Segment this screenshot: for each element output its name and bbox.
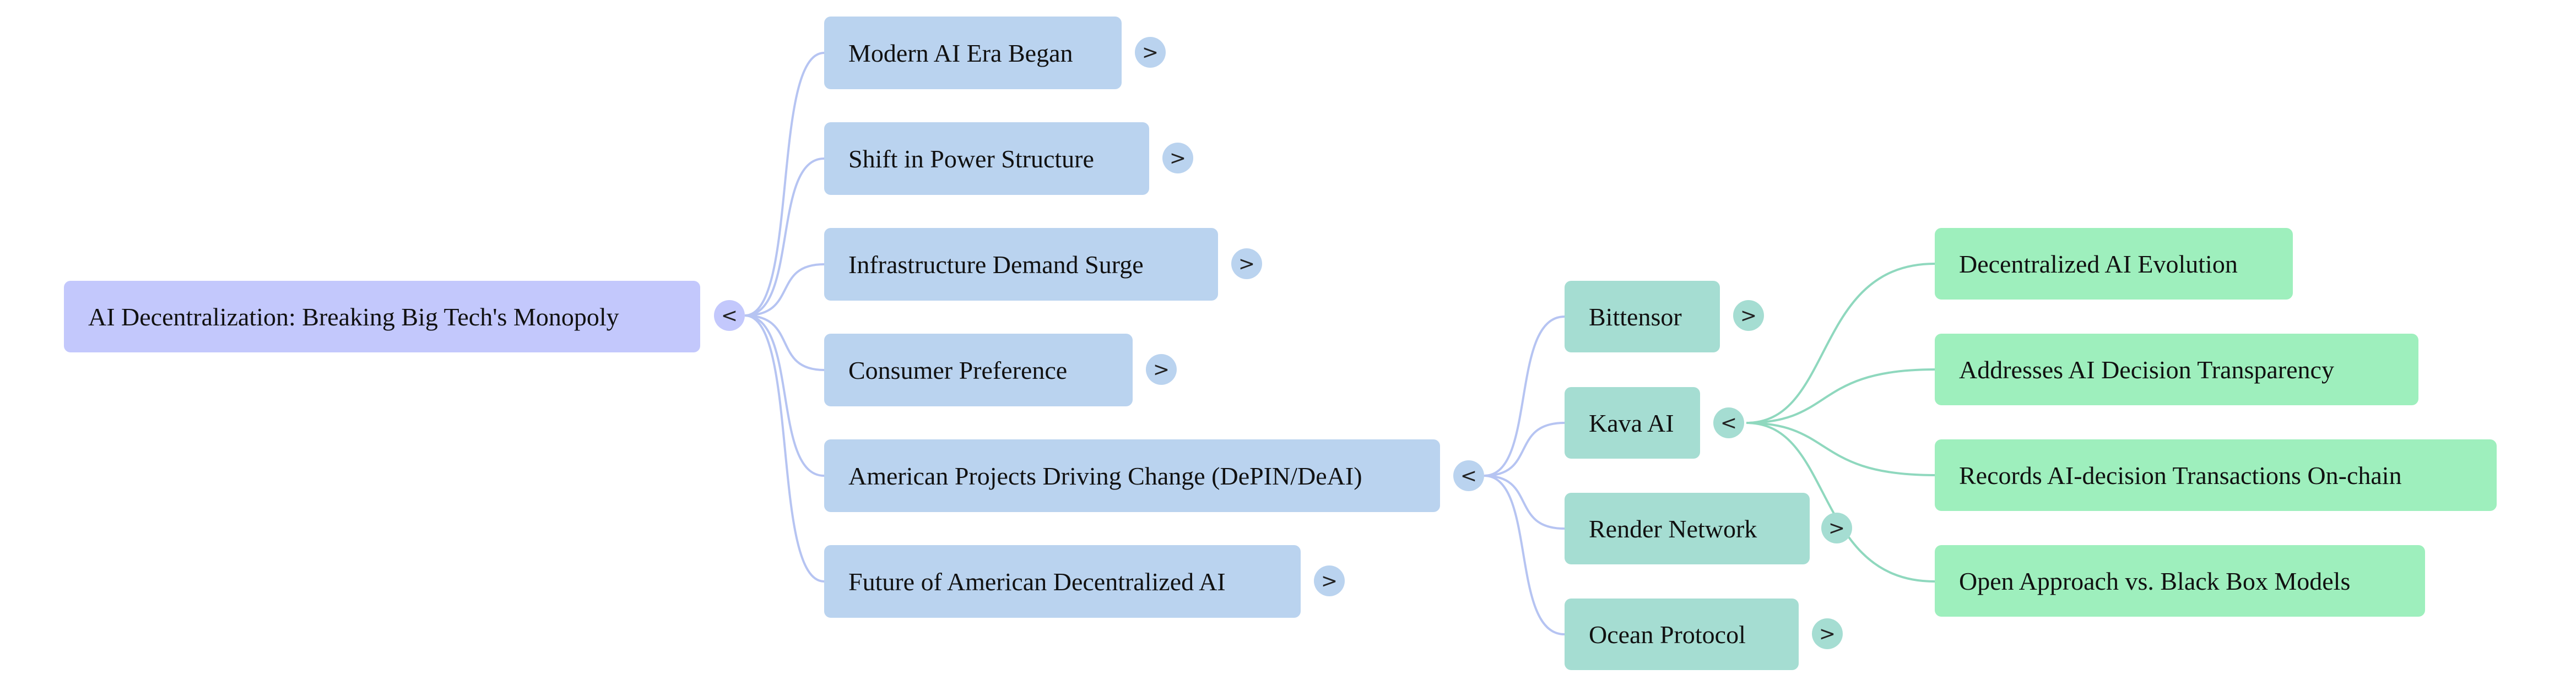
node-shift-in-power-structure[interactable]: Shift in Power Structure [824, 122, 1149, 195]
edge-root-to-shift-in-power [744, 157, 825, 317]
edge-root-to-future-decentralized-ai [744, 314, 825, 583]
node-infrastructure-demand-surge[interactable]: Infrastructure Demand Surge [824, 228, 1218, 301]
root-collapse-toggle[interactable]: < [714, 300, 745, 331]
edge-kava-to-open-approach [1746, 422, 1935, 583]
node-modern-ai-era-began[interactable]: Modern AI Era Began [824, 17, 1122, 89]
edge-kava-to-records-transactions [1746, 422, 1935, 476]
node-bittensor[interactable]: Bittensor [1565, 281, 1720, 352]
collapse-toggle-kava-ai[interactable]: < [1713, 407, 1744, 438]
edge-american-to-kava-ai [1484, 422, 1565, 477]
edge-root-to-american-projects [744, 314, 825, 477]
expand-toggle-bittensor[interactable]: > [1733, 300, 1764, 331]
node-kava-ai[interactable]: Kava AI [1565, 387, 1700, 459]
expand-toggle-shift-in-power[interactable]: > [1162, 143, 1193, 173]
edge-kava-to-addresses-transparency [1746, 368, 1935, 424]
expand-toggle-future-decentralized-ai[interactable]: > [1314, 565, 1345, 596]
node-ocean-protocol[interactable]: Ocean Protocol [1565, 599, 1799, 670]
edge-root-to-infrastructure-demand [744, 263, 825, 317]
edge-american-to-render-network [1484, 475, 1565, 530]
expand-toggle-render-network[interactable]: > [1821, 513, 1852, 543]
root-node[interactable]: AI Decentralization: Breaking Big Tech's… [64, 281, 700, 352]
expand-toggle-consumer-preference[interactable]: > [1146, 354, 1177, 385]
edge-american-to-ocean-protocol [1484, 475, 1565, 635]
expand-toggle-modern-ai-era[interactable]: > [1135, 37, 1166, 68]
edge-american-to-bittensor [1484, 315, 1565, 477]
node-render-network[interactable]: Render Network [1565, 493, 1810, 564]
node-future-of-american-decentralized-ai[interactable]: Future of American Decentralized AI [824, 545, 1301, 618]
edge-root-to-consumer-preference [744, 314, 825, 371]
node-decentralized-ai-evolution[interactable]: Decentralized AI Evolution [1935, 228, 2293, 300]
expand-toggle-ocean-protocol[interactable]: > [1812, 618, 1843, 649]
collapse-toggle-american-projects[interactable]: < [1453, 460, 1484, 491]
expand-toggle-infrastructure-demand[interactable]: > [1231, 248, 1262, 279]
edge-kava-to-decentralized-evolution [1746, 263, 1935, 424]
node-consumer-preference[interactable]: Consumer Preference [824, 334, 1133, 406]
node-open-approach-vs-black-box[interactable]: Open Approach vs. Black Box Models [1935, 545, 2425, 617]
node-addresses-ai-decision-transparency[interactable]: Addresses AI Decision Transparency [1935, 334, 2418, 405]
node-american-projects-driving-change[interactable]: American Projects Driving Change (DePIN/… [824, 439, 1440, 512]
edge-root-to-modern-ai-era [744, 52, 825, 317]
node-records-ai-decision-transactions[interactable]: Records AI-decision Transactions On-chai… [1935, 439, 2497, 511]
